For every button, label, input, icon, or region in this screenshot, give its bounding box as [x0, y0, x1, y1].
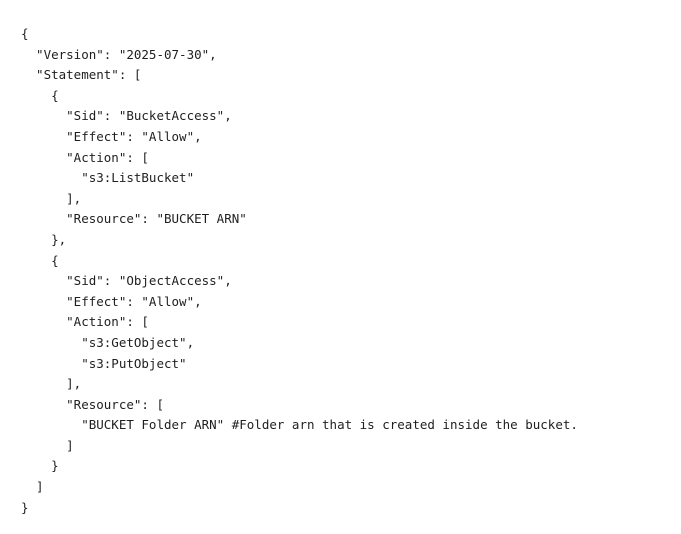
code-line: {	[21, 252, 59, 268]
code-line: "s3:ListBucket"	[21, 170, 195, 186]
code-line: "Sid": "BucketAccess",	[21, 108, 232, 124]
code-line: "Effect": "Allow",	[21, 128, 202, 144]
code-line: }	[21, 499, 29, 515]
code-line: ]	[21, 479, 44, 495]
code-block: { "Version": "2025-07-30", "Statement": …	[21, 24, 578, 518]
code-line: "s3:GetObject",	[21, 334, 195, 350]
code-line: },	[21, 231, 67, 247]
code-line: "Action": [	[21, 314, 149, 330]
code-line: "Resource": [	[21, 396, 164, 412]
code-line: "BUCKET Folder ARN" #Folder arn that is …	[21, 417, 578, 433]
code-line: "Sid": "ObjectAccess",	[21, 273, 232, 289]
code-line: ]	[21, 437, 74, 453]
code-line: "Version": "2025-07-30",	[21, 46, 217, 62]
code-line: {	[21, 87, 59, 103]
code-line: ],	[21, 376, 82, 392]
code-line: "Statement": [	[21, 67, 142, 83]
code-line: "s3:PutObject"	[21, 355, 187, 371]
code-line: ],	[21, 190, 82, 206]
code-line: "Action": [	[21, 149, 149, 165]
code-line: }	[21, 458, 59, 474]
code-line: "Resource": "BUCKET ARN"	[21, 211, 247, 227]
code-line: "Effect": "Allow",	[21, 293, 202, 309]
code-line: {	[21, 26, 29, 41]
